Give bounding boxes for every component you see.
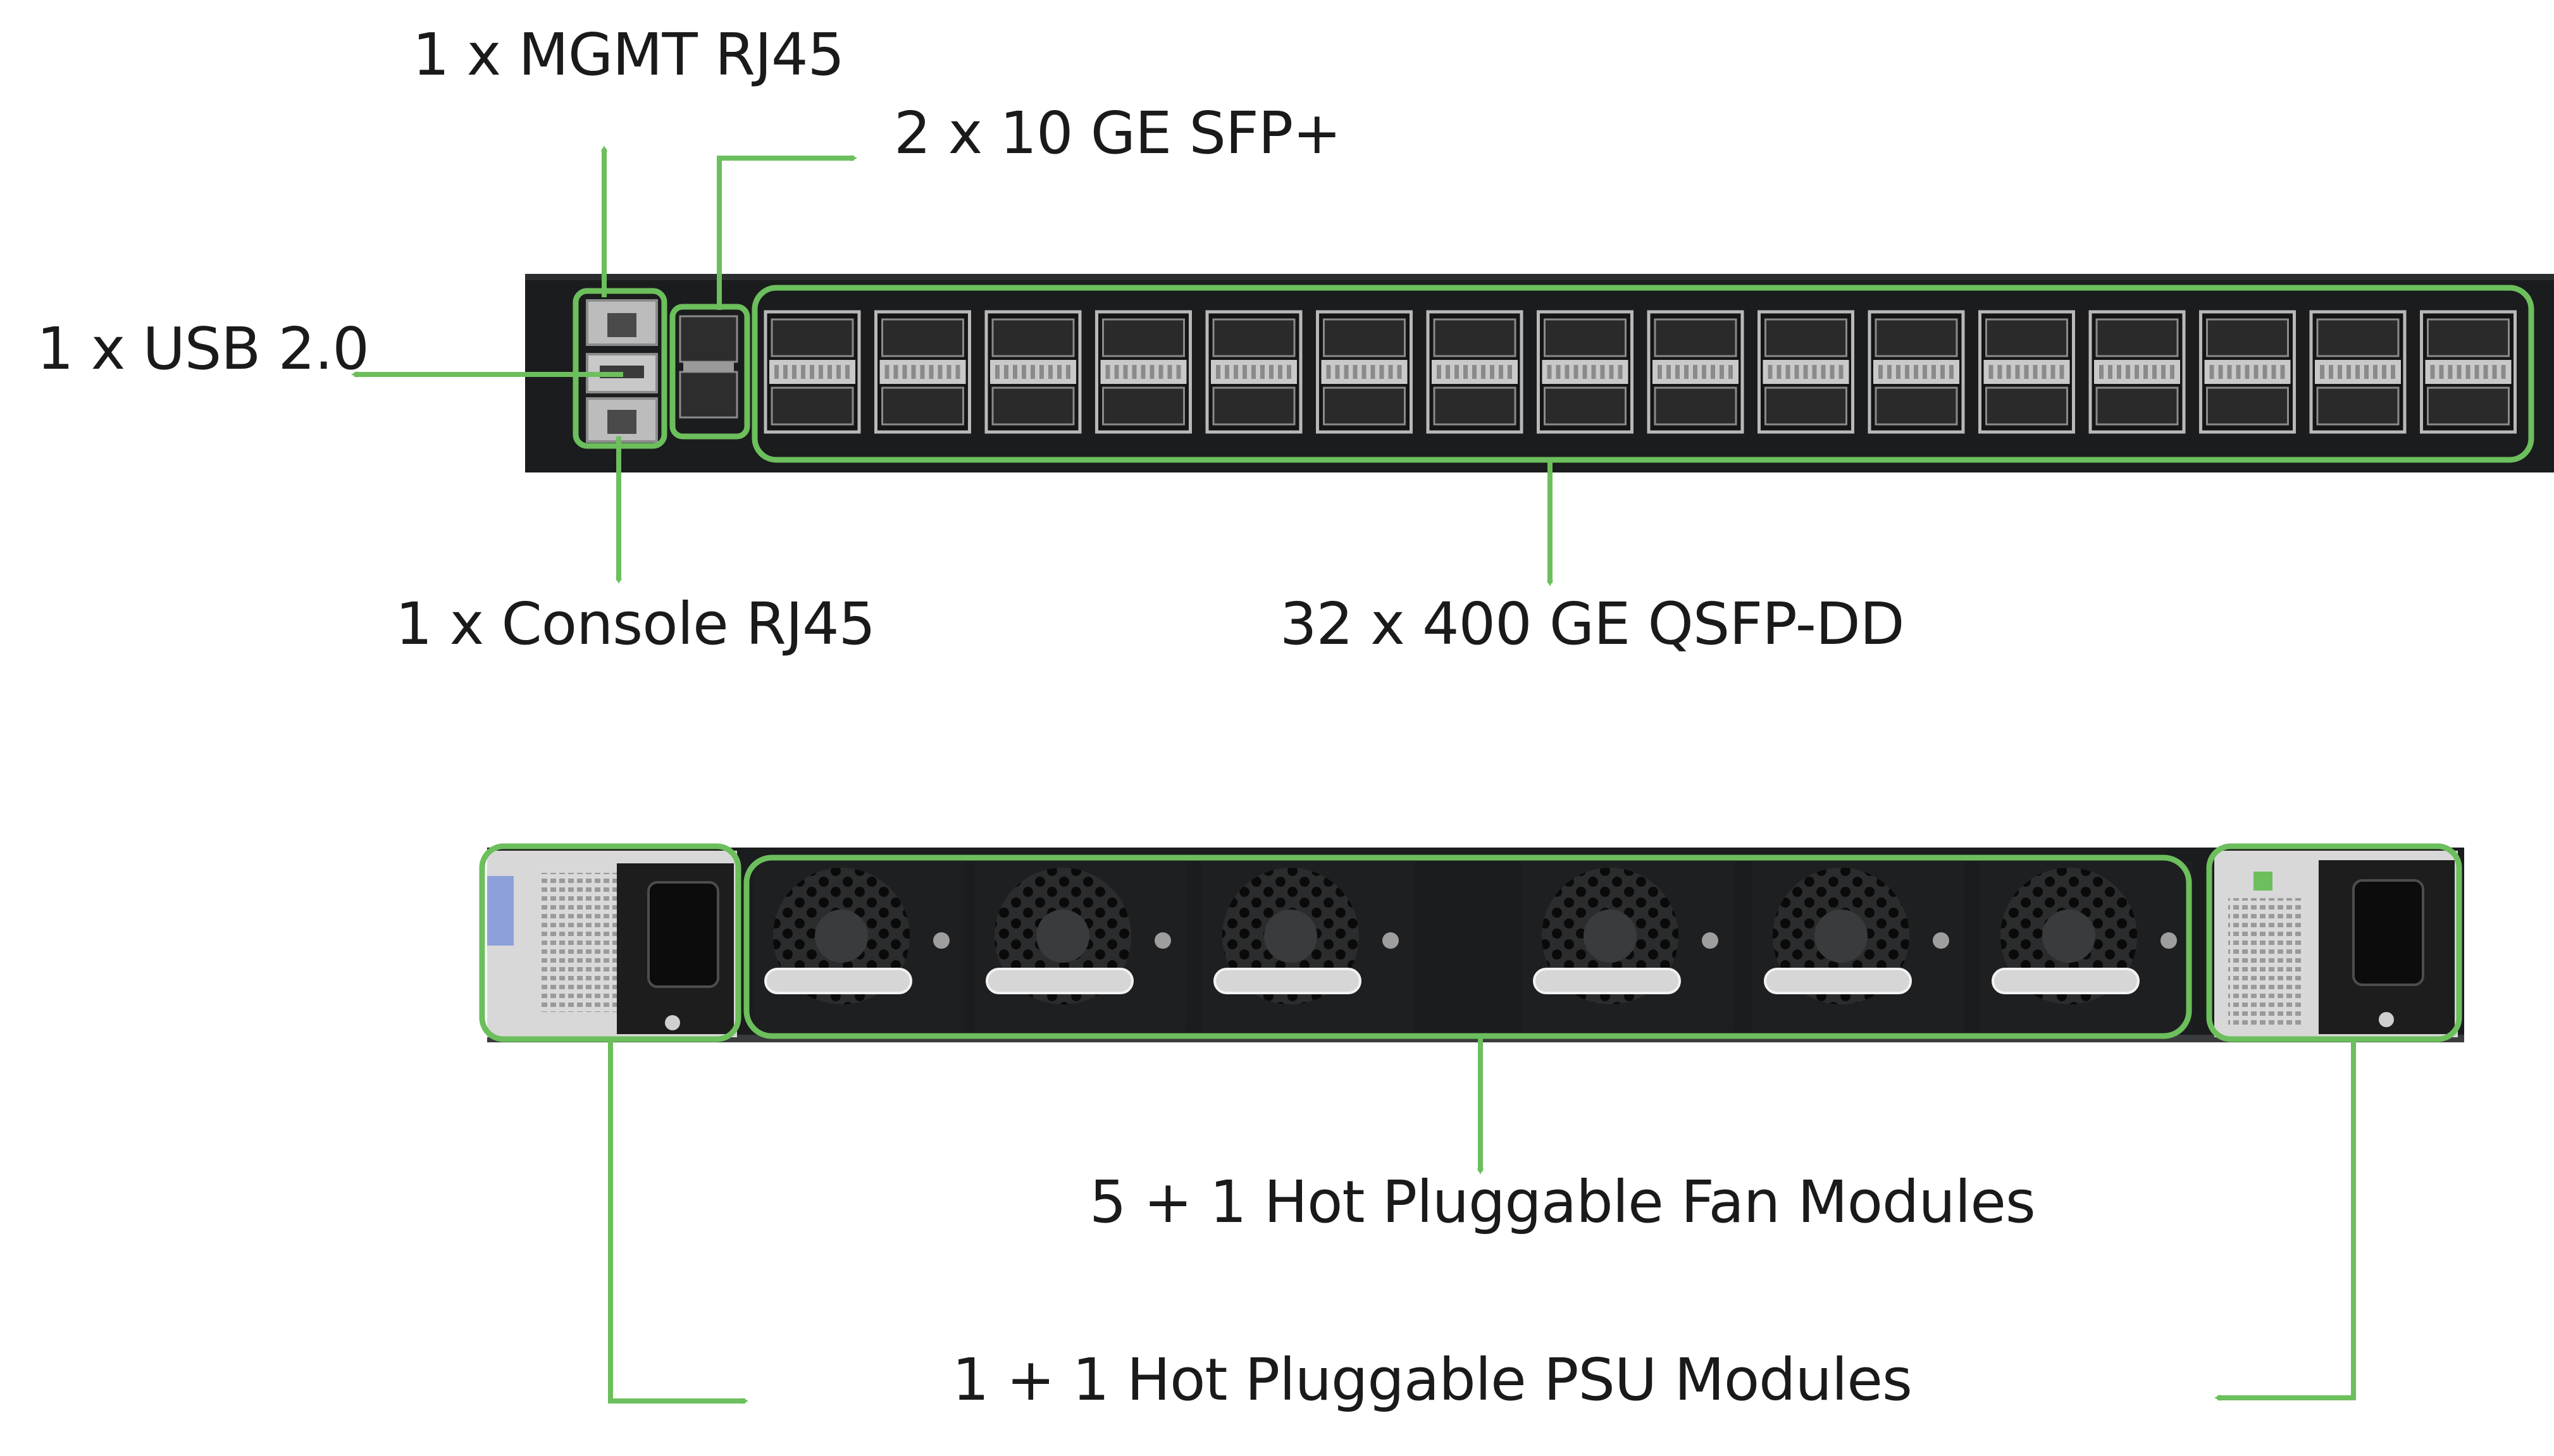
qsfp-cage <box>1978 310 2075 434</box>
sfp-group-outline <box>669 304 750 440</box>
fan-handle <box>764 968 912 994</box>
front-chassis-highlight <box>525 274 2554 280</box>
fan-module <box>753 861 965 1032</box>
fan-module-row <box>753 861 2192 1032</box>
fan-module <box>1522 861 1733 1032</box>
console-label: 1 x Console RJ45 <box>395 590 875 658</box>
mgmt-port-group <box>573 288 667 449</box>
fan-module <box>974 861 1186 1032</box>
qsfp-cage <box>2309 310 2407 434</box>
qsfp-cage <box>1757 310 1854 434</box>
psu-right-arrow <box>2214 1039 2356 1401</box>
fan-module <box>1752 861 1964 1032</box>
qsfp-cage <box>1868 310 1965 434</box>
qsfp-cage <box>1537 310 1633 434</box>
qsfp-cage <box>2199 310 2296 434</box>
qsfp-cage <box>1316 310 1413 434</box>
qsfp-cage <box>764 310 861 434</box>
front-panel <box>525 274 2554 472</box>
qsfp-cage <box>984 310 1082 434</box>
sfp-arrow <box>717 155 857 310</box>
qsfp-cage-row <box>764 310 2517 434</box>
psu-module-right <box>2206 843 2462 1042</box>
fan-handle <box>1764 968 1912 994</box>
front-connectors <box>351 145 1553 586</box>
qsfp-cage <box>2420 310 2517 434</box>
qsfp-cage <box>1095 310 1192 434</box>
fan-label: 5 + 1 Hot Pluggable Fan Modules <box>1089 1168 2035 1236</box>
rear-connectors <box>608 1037 2356 1404</box>
fan-module <box>1980 861 2192 1032</box>
fan-handle <box>1533 968 1681 994</box>
sfp-port <box>679 315 738 363</box>
fan-handle <box>1992 968 2140 994</box>
qsfp-cage <box>1426 310 1523 434</box>
qsfp-group-outline <box>752 285 2534 463</box>
usb-label: 1 x USB 2.0 <box>37 315 369 383</box>
fan-handle <box>1213 968 1361 994</box>
psu-module-left <box>479 843 741 1042</box>
rear-panel <box>479 843 2464 1042</box>
qsfp-label: 32 x 400 GE QSFP-DD <box>1280 590 1904 658</box>
fan-group-outline <box>743 854 2192 1039</box>
sfp-label: 2 x 10 GE SFP+ <box>894 99 1341 167</box>
mgmt-label: 1 x MGMT RJ45 <box>412 21 844 89</box>
qsfp-cage <box>874 310 971 434</box>
psu-right-outline <box>2206 843 2462 1042</box>
fan-module <box>1202 861 1414 1032</box>
sfp-port <box>679 371 738 419</box>
psu-power-inlet <box>647 881 719 988</box>
sfp-port-group <box>669 304 750 440</box>
psu-left-arrow <box>608 1039 748 1404</box>
qsfp-cage <box>2088 310 2186 434</box>
psu-label: 1 + 1 Hot Pluggable PSU Modules <box>952 1346 1912 1414</box>
fan-handle <box>986 968 1134 994</box>
qsfp-cage <box>1647 310 1744 434</box>
qsfp-cage <box>1205 310 1303 434</box>
psu-power-inlet <box>2352 879 2424 986</box>
